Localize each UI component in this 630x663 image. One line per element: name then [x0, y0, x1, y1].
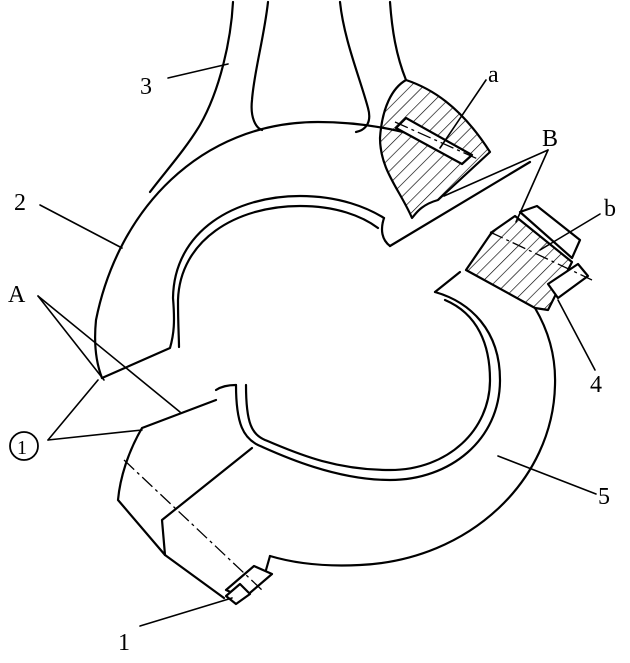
label-part-2: 2: [14, 190, 26, 216]
label-b: b: [604, 196, 616, 222]
label-part-3: 3: [140, 74, 152, 100]
labels: 3 2 a B b A 4 5 1 1: [8, 62, 616, 656]
joint-B: [443, 149, 549, 223]
label-circled-1: 1: [17, 437, 27, 459]
label-B: B: [542, 126, 558, 152]
bolt-1: [123, 459, 274, 606]
rod-cap-lower: [116, 270, 557, 600]
leader-lines: [39, 63, 601, 627]
label-part-1: 1: [118, 630, 130, 656]
label-part-4: 4: [590, 372, 602, 398]
bolt-boss-a: [378, 78, 492, 220]
bolt-boss-b: [464, 204, 593, 312]
label-part-5: 5: [598, 484, 610, 510]
circled-number: [9, 431, 39, 461]
rod-shank: [148, 0, 408, 194]
label-a: a: [488, 62, 499, 88]
label-A: A: [8, 282, 26, 308]
circled-1-callout: [9, 379, 143, 461]
joint-A: [37, 295, 181, 413]
